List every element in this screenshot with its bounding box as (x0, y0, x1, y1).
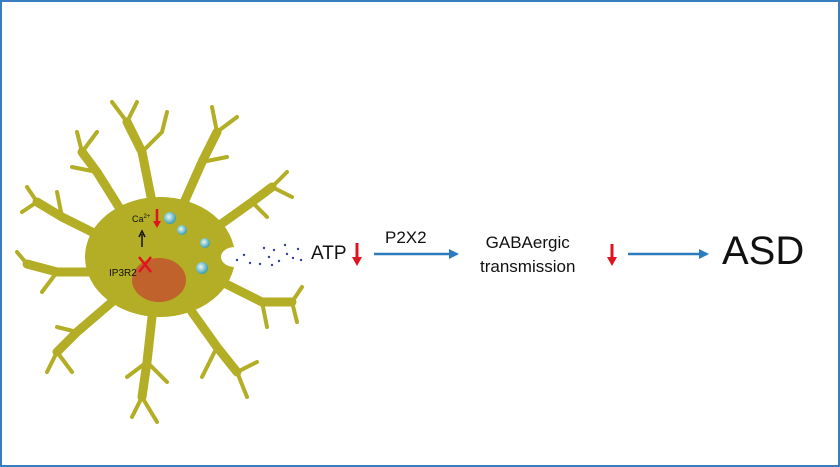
calcium-label: Ca2+ (132, 214, 151, 224)
gaba-label-line1: GABAergic (485, 233, 570, 252)
ip3r2-blocked-icon (138, 256, 152, 273)
gaba-decrease-arrow-icon (607, 244, 617, 266)
atp-label: ATP (311, 243, 347, 264)
atp-decrease-arrow-icon (352, 243, 362, 266)
atp-molecules (235, 243, 303, 267)
astrocyte-body (85, 197, 235, 317)
gaba-label-line2: transmission (480, 257, 576, 276)
vesicles (164, 212, 210, 274)
gaba-label: GABAergic transmission (480, 231, 575, 279)
asd-label: ASD (722, 229, 805, 273)
astrocyte-processes (15, 100, 304, 424)
ip3r2-label: IP3R2 (109, 268, 137, 279)
ca-decrease-arrow-icon (153, 209, 161, 228)
p2x2-label: P2X2 (385, 228, 427, 247)
cell-gap (221, 247, 249, 267)
nucleus (132, 258, 186, 302)
